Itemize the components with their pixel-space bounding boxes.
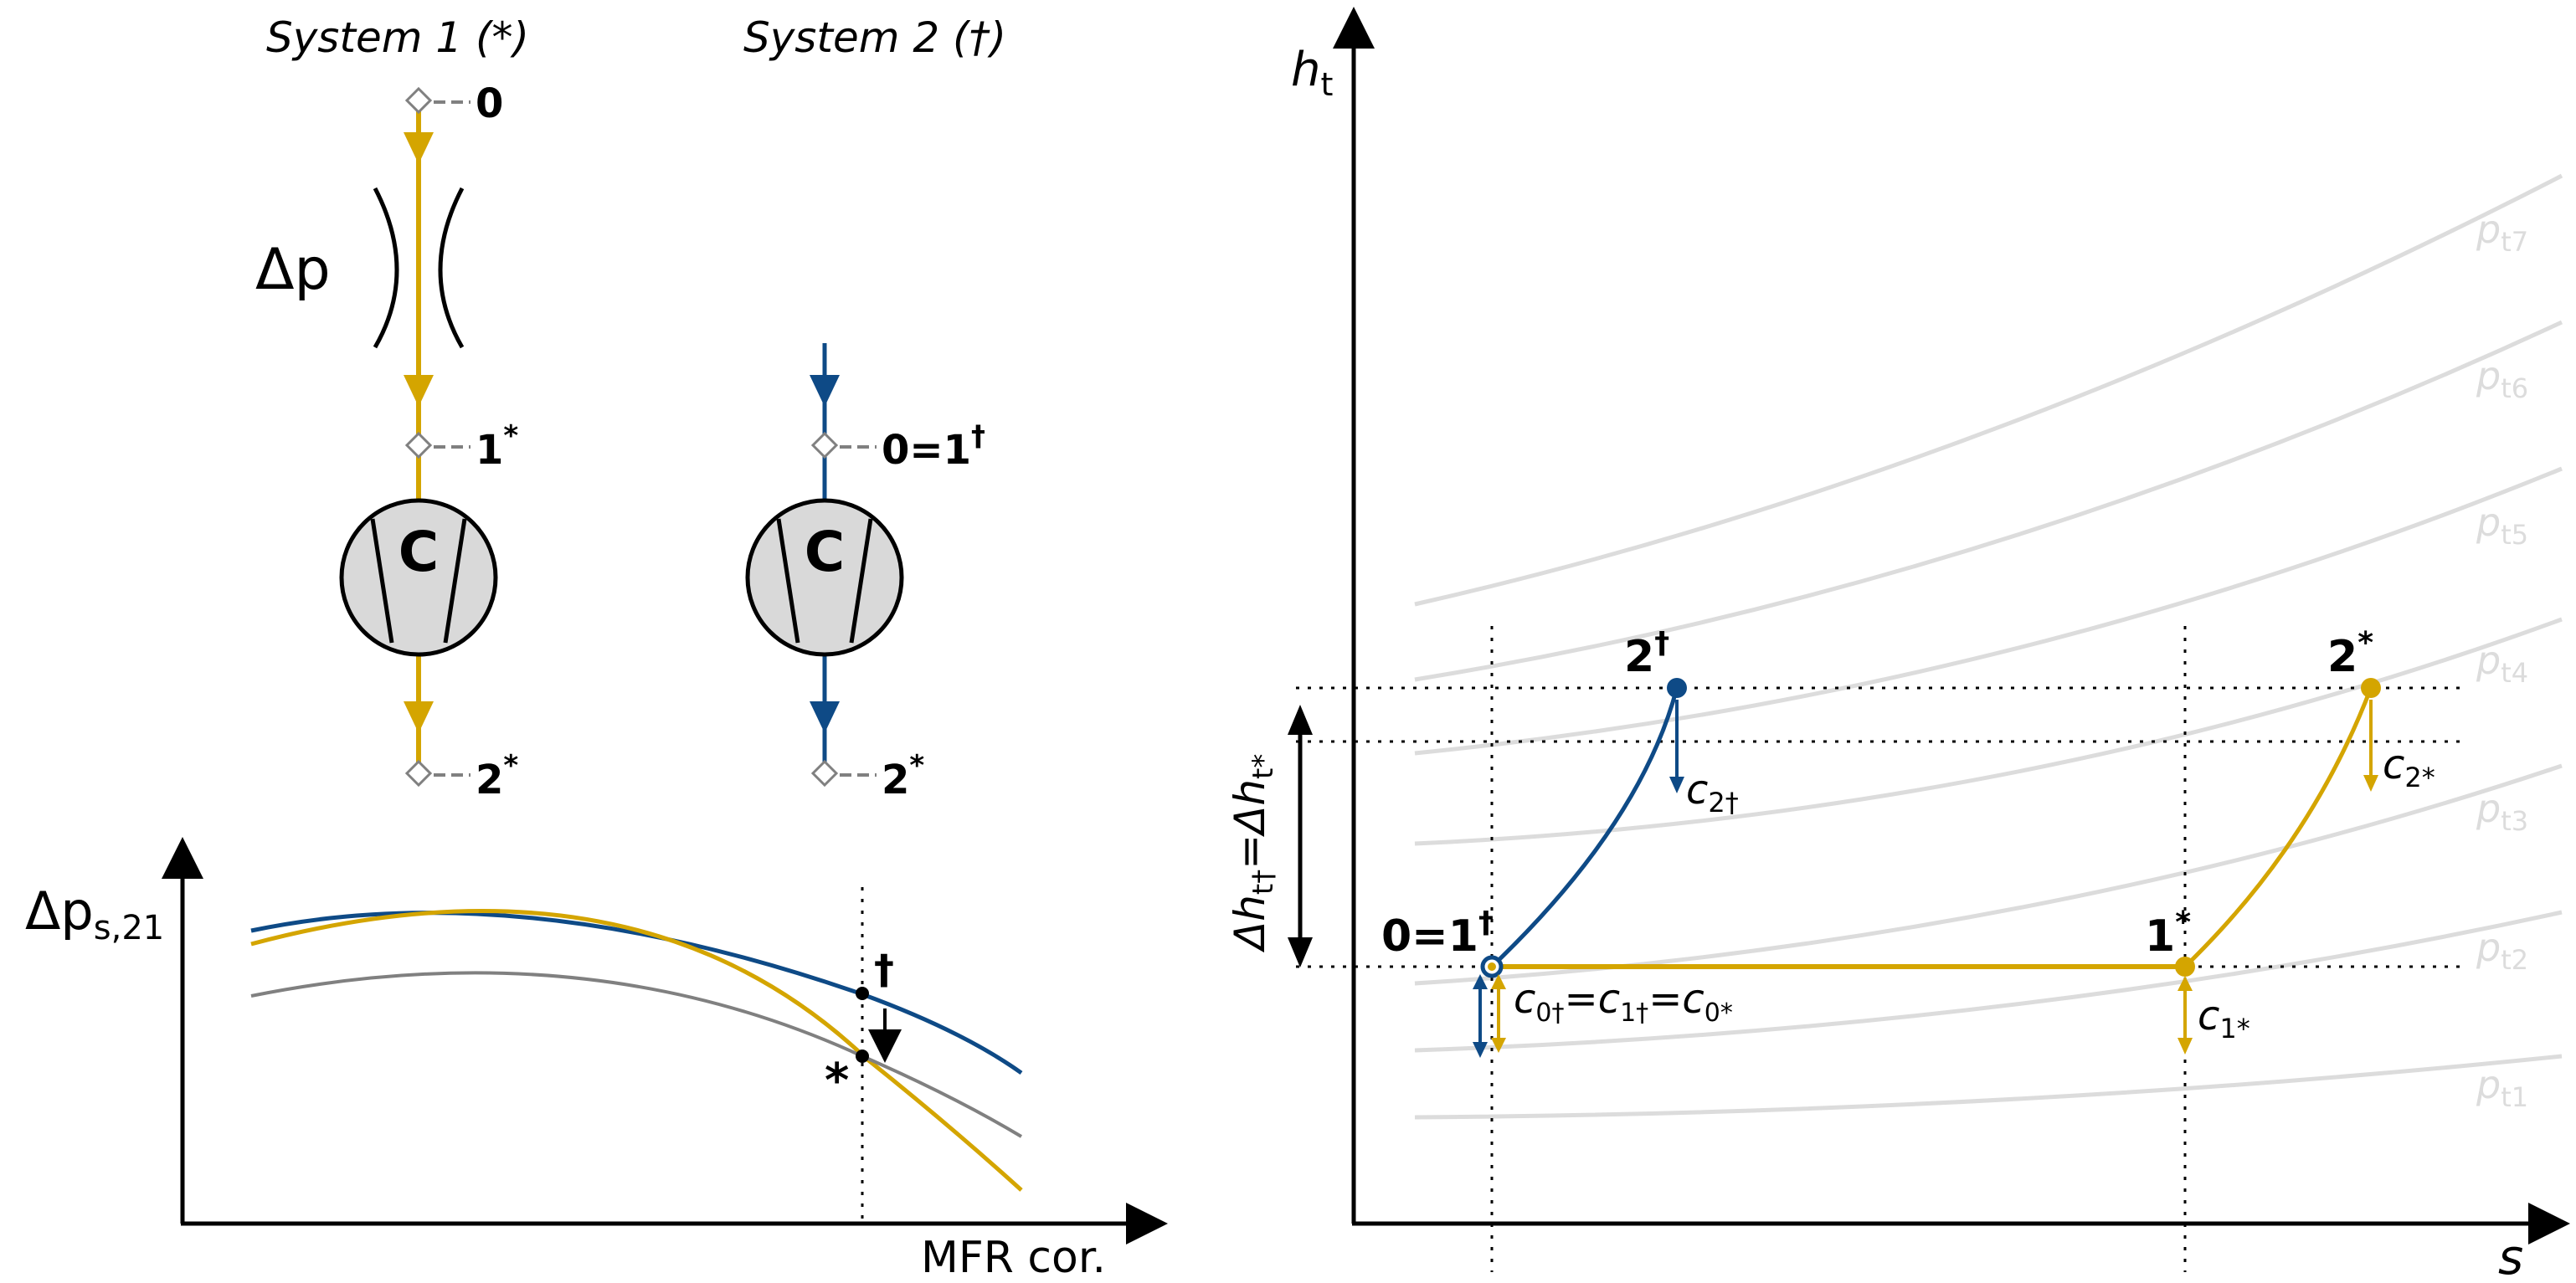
isobar-pt5	[1414, 466, 2563, 756]
dp-dagger-mark: †	[874, 947, 894, 993]
system1-flow-arrow	[404, 375, 434, 407]
compressor-blade	[443, 518, 467, 644]
guide-lines	[1296, 626, 2461, 1272]
system2-title: System 2 (†)	[743, 13, 1006, 62]
state-label-2star: 2*	[2327, 626, 2373, 682]
delta-h-arrowhead-top	[1288, 705, 1313, 735]
dp-curve-system1	[250, 909, 1023, 1192]
velocity-arrowhead	[1491, 1038, 1506, 1053]
system1-flow-arrow	[404, 132, 434, 164]
system1-station0-label: 0	[476, 80, 503, 127]
compressor-symbol	[745, 498, 904, 657]
isobar-label-pt2: pt2	[2476, 925, 2528, 976]
state-point-1star	[2175, 957, 2195, 977]
isobar-pt7	[1414, 173, 2563, 607]
process-line-system2-compression	[1490, 687, 1679, 968]
velocity-label-equality: c0†=c1†=c0*	[1514, 976, 1733, 1028]
system2-flow-arrow	[810, 375, 840, 407]
dp-curve-system2	[250, 911, 1023, 1075]
velocity-arrowhead	[1473, 1042, 1488, 1058]
system2-diagram: System 2 (†) 0=1† C 2*	[743, 13, 1006, 803]
isobar-label-pt1: pt1	[2476, 1062, 2528, 1113]
dp-star-mark: *	[825, 1054, 849, 1108]
dp-chart-y-label: Δps,21	[25, 880, 164, 947]
state-label-1star: 1*	[2145, 906, 2191, 962]
system1-title: System 1 (*)	[266, 13, 529, 62]
isobar-labels: pt1 pt2 pt3 pt4 pt5 pt6 pt7	[2476, 207, 2528, 1113]
isobar-pt3	[1414, 763, 2563, 986]
dp-curve-reference	[250, 971, 1023, 1138]
isobar-pt6	[1414, 320, 2563, 682]
compressor-label: C	[398, 520, 439, 584]
compressor-label: C	[805, 520, 845, 584]
system1-station2-label: 2*	[476, 749, 518, 803]
throttle-symbol	[438, 187, 465, 349]
velocity-label-c2dag: c2†	[1686, 767, 1739, 819]
velocity-label-c2star: c2*	[2383, 742, 2435, 793]
velocity-arrowhead	[1491, 974, 1506, 989]
velocity-arrowhead	[2363, 775, 2378, 792]
velocity-arrowhead	[1669, 777, 1684, 793]
velocity-arrowhead	[2178, 976, 2193, 991]
hs-chart-x-label: s	[2498, 1229, 2523, 1283]
dp-chart-x-label: MFR cor.	[921, 1233, 1106, 1283]
station-diamond	[404, 86, 433, 115]
state-label-2dag: 2†	[1624, 626, 1669, 682]
hs-chart-y-label: ht	[1291, 43, 1333, 103]
compressor-symbol	[339, 498, 498, 657]
system1-station1-label: 1*	[476, 419, 518, 474]
compressor-blade	[370, 518, 394, 644]
dp-chart: Δps,21 MFR cor. † *	[25, 837, 1168, 1283]
state-point-2star	[2361, 678, 2381, 698]
velocity-label-c1star: c1*	[2198, 993, 2250, 1044]
velocity-arrows	[1473, 700, 2378, 1058]
state-point-01dag-inner	[1488, 962, 1496, 971]
isobar-label-pt4: pt4	[2476, 638, 2528, 689]
isobar-pt4	[1414, 617, 2563, 846]
system1-flow-arrow	[404, 701, 434, 733]
isobar-label-pt3: pt3	[2476, 786, 2528, 837]
dp-point-system1	[856, 1049, 869, 1063]
isobar-group	[1414, 173, 2563, 1120]
pressure-drop-label: Δp	[255, 237, 331, 303]
state-label-01dag: 0=1†	[1381, 906, 1494, 962]
station-diamond	[810, 759, 839, 788]
system2-station2-label: 2*	[882, 749, 924, 803]
compressor-blade	[776, 518, 800, 644]
system1-diagram: System 1 (*) 0 Δp 1* C 2*	[255, 13, 529, 803]
isobar-label-pt7: pt7	[2476, 207, 2528, 258]
compressor-blade	[849, 518, 873, 644]
isobar-label-pt6: pt6	[2476, 353, 2528, 404]
station-diamond	[404, 431, 433, 459]
system2-flow-arrow	[810, 701, 840, 733]
isobar-label-pt5: pt5	[2476, 500, 2528, 551]
state-point-2dag	[1667, 678, 1687, 698]
throttle-symbol	[373, 187, 399, 349]
station-diamond	[810, 431, 839, 459]
delta-h-label: Δht†=Δht*	[1226, 754, 1280, 953]
dp-point-system2	[856, 987, 869, 1000]
velocity-arrowhead	[2178, 1038, 2193, 1055]
delta-h-arrowhead-bottom	[1288, 937, 1313, 967]
velocity-arrowhead	[1473, 974, 1488, 989]
station-diamond	[404, 759, 433, 788]
hs-chart: pt1 pt2 pt3 pt4 pt5 pt6 pt7 ht s Δht†=Δh…	[1226, 7, 2570, 1283]
isobar-pt2	[1414, 910, 2563, 1053]
isobar-pt1	[1414, 1054, 2563, 1120]
process-line-system1-compression	[2183, 687, 2373, 968]
system2-station01-label: 0=1†	[882, 419, 985, 474]
